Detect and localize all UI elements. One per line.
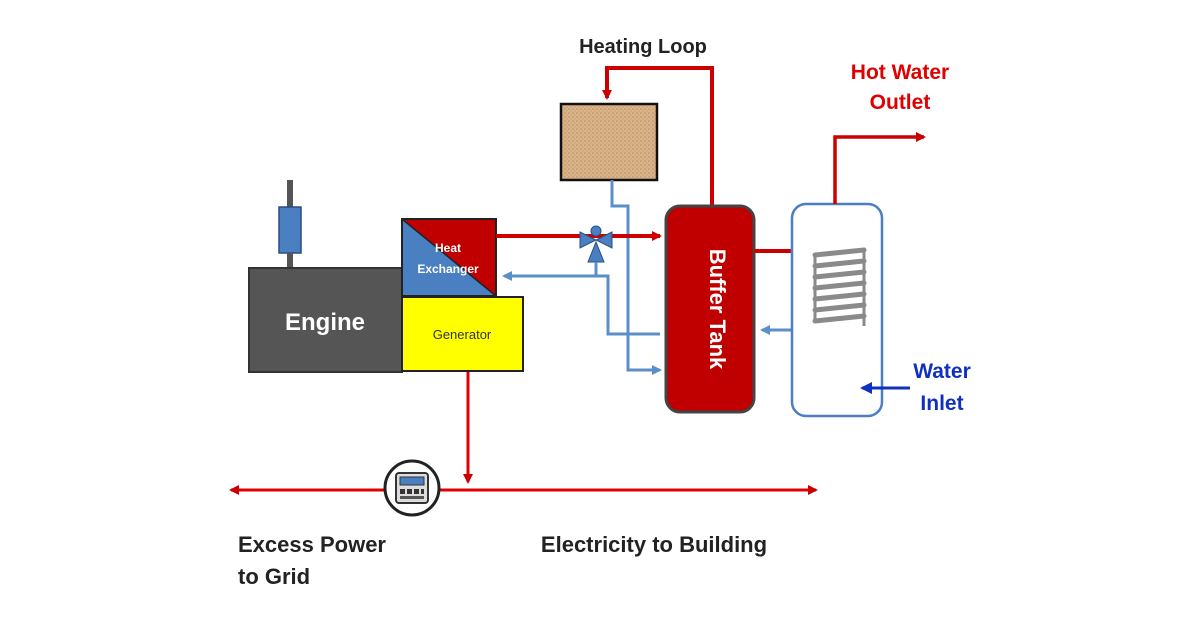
heating-loop-label: Heating Loop [579,36,707,58]
engine-exhaust-stack [287,180,293,210]
heating-loop-radiator [559,102,659,182]
generator-label: Generator [433,327,492,342]
water-inlet-label-line1: Water [913,360,971,383]
heating-loop-hot-pipe [602,66,714,206]
excess-power-label-line1: Excess Power [238,532,386,557]
mixing-valve-icon [579,225,613,263]
engine-exhaust-muffler [278,206,302,254]
hot-water-outlet-label-line2: Outlet [870,91,931,114]
hot-water-outlet-label-line1: Hot Water [851,61,949,84]
water-inlet-label-line2: Inlet [920,392,963,415]
buffer-tank [664,204,756,414]
heating-loop-return-pipe [610,180,662,375]
heat-exchanger-label-line2: Exchanger [417,262,479,276]
excess-power-label-line2: to Grid [238,564,310,589]
buffer-tank-label: Buffer Tank [705,249,730,370]
heat-exchanger [401,218,497,297]
engine-label: Engine [285,309,365,336]
engine-exhaust-pipe [287,253,293,268]
cold-return-pipe-main [502,271,660,336]
heat-exchanger-label-line1: Heat [435,241,461,255]
hot-water-outlet-pipe [833,132,926,204]
electric-meter-icon [383,459,441,517]
heating-coil [812,247,867,331]
electricity-to-building-label: Electricity to Building [541,532,767,557]
generator [401,296,524,372]
